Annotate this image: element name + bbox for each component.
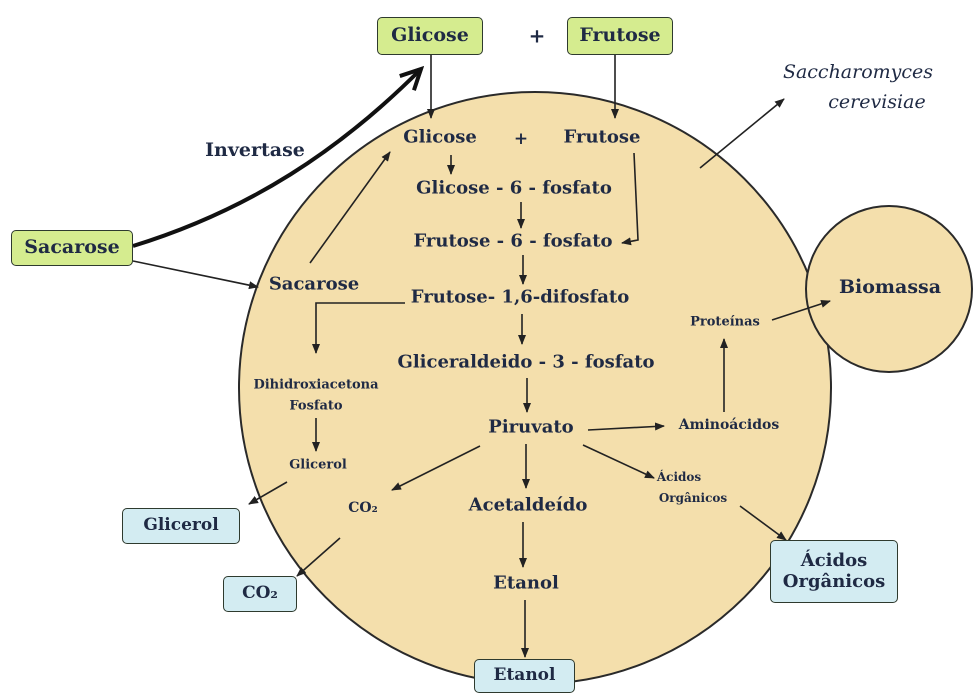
cell-fructose: Frutose (563, 126, 641, 148)
pyruvate: Piruvato (488, 416, 574, 438)
biomass-circle (805, 205, 973, 373)
arrow-co2-out (296, 537, 341, 577)
arrow-pyruvate-aminoacids (587, 422, 665, 431)
output-organic-acids-box: Ácidos Orgânicos (770, 540, 898, 603)
arrow-acids-out (739, 505, 787, 541)
fructose-1-6-bisphosphate: Frutose- 1,6-difosfato (410, 286, 630, 308)
input-fructose-box: Frutose (567, 17, 673, 55)
organism-name-line1: Saccharomyces (782, 61, 934, 84)
cell-ethanol: Etanol (493, 572, 559, 594)
arrow-f16bp-dhap (312, 302, 405, 354)
input-plus: + (528, 23, 546, 48)
glyceraldehyde-3-phosphate: Gliceraldeido - 3 - fosfato (397, 351, 655, 373)
output-glycerol-box: Glicerol (122, 508, 240, 544)
cell-organic-acids-line1: Ácidos (656, 470, 702, 485)
arrow-organism-label (699, 98, 785, 169)
cell-glucose: Glicose (403, 126, 477, 148)
cell-co2: CO₂ (348, 499, 378, 516)
organism-name-line2: cerevisiae (828, 91, 926, 114)
input-glucose-box: Glicose (377, 17, 483, 55)
arrow-proteins-biomass (771, 300, 831, 321)
invertase-arrow (132, 69, 421, 248)
proteins: Proteínas (690, 314, 760, 330)
output-organic-acids-line1: Ácidos (800, 549, 868, 571)
fructose-6-phosphate: Frutose - 6 - fosfato (413, 230, 613, 252)
arrow-sucrose-in (132, 260, 259, 290)
output-ethanol-box: Etanol (474, 659, 575, 693)
arrow-sucrose-glucose (309, 151, 391, 264)
arrow-fructose-f6p (621, 152, 639, 246)
amino-acids: Aminoácidos (678, 416, 780, 433)
output-co2-box: CO₂ (223, 576, 297, 612)
cell-organic-acids-line2: Orgânicos (658, 491, 728, 506)
invertase-label: Invertase (205, 139, 305, 162)
arrow-pyruvate-acids (582, 444, 655, 479)
dhap-line2: Fosfato (289, 398, 343, 414)
cell-sucrose: Sacarose (268, 273, 360, 295)
glucose-6-phosphate: Glicose - 6 - fosfato (416, 177, 612, 199)
input-sucrose-box: Sacarose (11, 230, 133, 266)
arrow-pyruvate-co2 (391, 445, 481, 491)
cell-plus: + (513, 129, 529, 150)
acetaldehyde: Acetaldeído (468, 494, 588, 516)
pathway-arrows (132, 55, 831, 658)
output-organic-acids-line2: Orgânicos (782, 570, 886, 592)
cell-glycerol: Glicerol (289, 457, 347, 473)
biomass-label: Biomassa (838, 276, 942, 299)
arrow-glycerol-out (248, 481, 288, 505)
dhap-line1: Dihidroxiacetona (253, 377, 379, 393)
